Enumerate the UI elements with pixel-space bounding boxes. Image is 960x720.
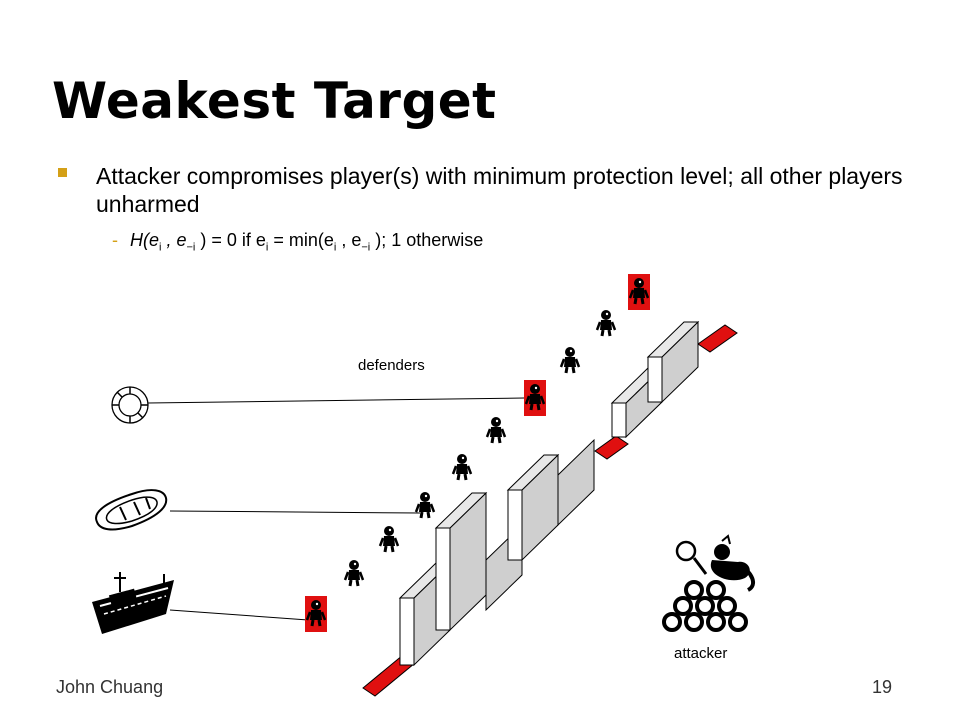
- bullet-marker: [58, 168, 67, 177]
- wall-block-front: [611, 402, 627, 438]
- formula-part: , e: [161, 230, 187, 250]
- wall-block-top: [506, 454, 560, 491]
- ship-connector: [169, 609, 309, 621]
- defender-figure-icon: [451, 452, 473, 482]
- wall-block-front: [647, 356, 663, 403]
- cannonball-pile-icon: [662, 534, 756, 632]
- formula-part: ) = 0 if e: [195, 230, 266, 250]
- defender-figures: [305, 274, 650, 632]
- defender-figure-icon: [485, 415, 507, 445]
- raft-connector: [169, 510, 421, 514]
- footer-author: John Chuang: [56, 677, 164, 697]
- bullet-text: Attacker compromises player(s) with mini…: [96, 163, 903, 217]
- formula-part: , e: [336, 230, 362, 250]
- wall-block-top: [646, 321, 700, 358]
- sub-bullet-marker: -: [112, 230, 118, 250]
- slide-title: Weakest Target: [52, 72, 497, 130]
- formula-part: H(e: [130, 230, 160, 250]
- formula-part: = min(e: [268, 230, 334, 250]
- weak-segment: [697, 324, 738, 353]
- formula-sub: −i: [361, 241, 371, 254]
- formula-part: ); 1 otherwise: [370, 230, 484, 250]
- wall-block-front: [399, 597, 415, 666]
- wall-block-front: [507, 489, 523, 561]
- wall-block-front: [435, 527, 451, 631]
- defenders-label: defenders: [358, 357, 425, 374]
- defender-figure-icon: [595, 308, 617, 338]
- page-number: 19: [872, 677, 893, 697]
- defender-figure-icon: [414, 490, 436, 520]
- defender-figure-icon: [343, 558, 365, 588]
- formula-sub: i: [265, 241, 269, 254]
- formula-sub: i: [333, 241, 337, 254]
- defender-figure-icon: [559, 345, 581, 375]
- weak-segment: [594, 435, 629, 460]
- lifebuoy-connector: [147, 397, 525, 404]
- formula-line: -H(ei , e−i ) = 0 if ei = min(ei , e−i )…: [112, 230, 483, 254]
- attacker-label: attacker: [674, 645, 728, 662]
- defender-figure-icon: [378, 524, 400, 554]
- wall-block-top: [434, 492, 488, 529]
- formula-sub: i: [159, 241, 162, 254]
- defense-wall: [398, 320, 700, 667]
- formula-sub: −i: [186, 241, 196, 254]
- lifebuoy-icon: [111, 386, 149, 424]
- raft-icon: [95, 489, 168, 531]
- ship-icon: [92, 572, 174, 634]
- wall-block-face: [557, 438, 595, 527]
